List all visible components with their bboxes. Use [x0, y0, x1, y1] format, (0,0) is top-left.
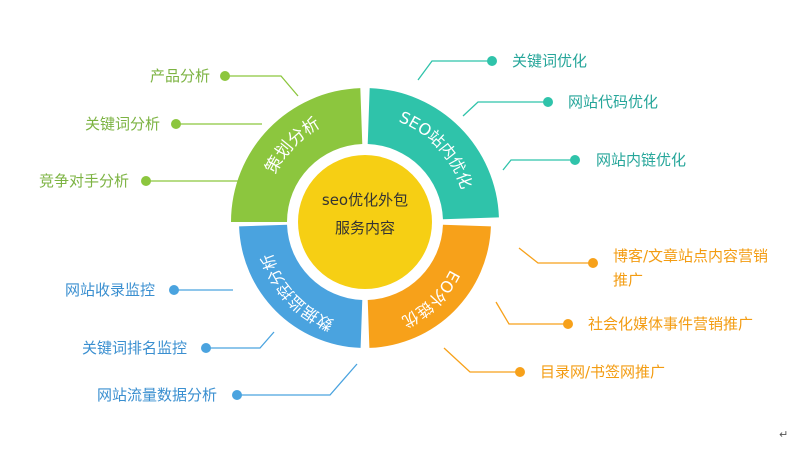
- ring-segment-onsite: [367, 88, 499, 220]
- connector-line: [417, 60, 492, 81]
- ring-segment-offsite: [367, 224, 491, 348]
- item-product-analysis: 产品分析: [149, 67, 210, 85]
- center-circle: [298, 155, 432, 289]
- item-competitor-analysis: 竞争对手分析: [38, 172, 129, 190]
- connector-dot: [201, 343, 211, 353]
- item-index-monitoring: 网站收录监控: [64, 281, 155, 299]
- connector-line: [443, 347, 520, 373]
- connector-dot: [232, 390, 242, 400]
- connector-dot: [220, 71, 230, 81]
- item-code-optimization: 网站代码优化: [568, 93, 659, 111]
- item-social-media-marketing: 社会化媒体事件营销推广: [588, 315, 754, 333]
- ring-segment-monitor: [239, 224, 363, 348]
- connector-line: [462, 101, 548, 117]
- item-blog-marketing: 博客/文章站点内容营销推广: [613, 247, 769, 289]
- connector-dot: [515, 367, 525, 377]
- item-keyword-analysis: 关键词分析: [84, 115, 160, 133]
- center-label-line2: 服务内容: [334, 219, 395, 237]
- paragraph-mark: ↵: [779, 428, 789, 441]
- connector-dot: [563, 319, 573, 329]
- connector-line: [206, 331, 275, 349]
- connector-dots: [141, 56, 598, 400]
- ring: [231, 88, 499, 348]
- item-keyword-optimization: 关键词优化: [512, 52, 588, 70]
- center-label-line1: seo优化外包: [321, 191, 409, 209]
- connector-line: [518, 247, 593, 264]
- center-label: seo优化外包 服务内容: [300, 186, 430, 242]
- item-traffic-analysis: 网站流量数据分析: [96, 386, 217, 404]
- item-ranking-monitoring: 关键词排名监控: [81, 339, 187, 357]
- connector-line: [225, 75, 299, 97]
- connector-dot: [487, 56, 497, 66]
- connector-line: [237, 363, 358, 396]
- connector-dot: [141, 176, 151, 186]
- item-directory-promotion: 目录网/书签网推广: [540, 363, 666, 381]
- connector-line: [502, 159, 575, 171]
- ring-segment-strategy: [231, 88, 363, 222]
- connector-dot: [570, 155, 580, 165]
- item-internal-link-optimization: 网站内链优化: [596, 151, 687, 169]
- connector-dot: [169, 285, 179, 295]
- connector-dot: [588, 258, 598, 268]
- connector-dot: [543, 97, 553, 107]
- connector-lines: [146, 60, 593, 396]
- connector-line: [495, 301, 568, 325]
- connector-dot: [171, 119, 181, 129]
